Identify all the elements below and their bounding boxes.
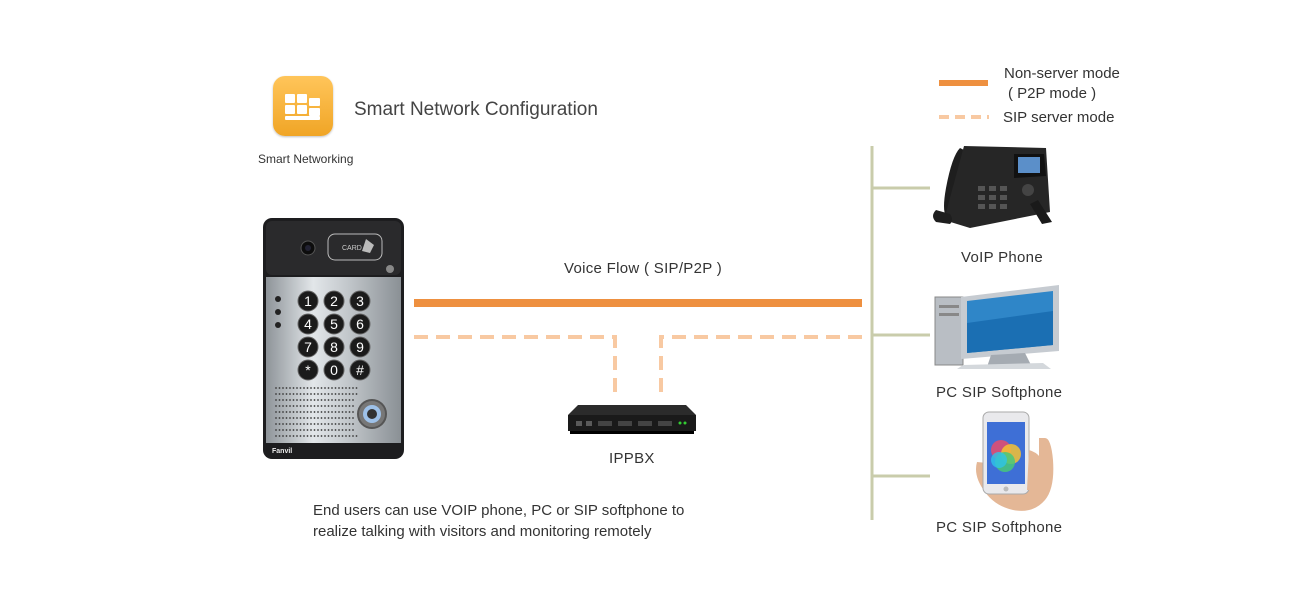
ippbx-label: IPPBX [609, 450, 655, 467]
description-line-1: End users can use VOIP phone, PC or SIP … [313, 502, 685, 519]
smart-networking-app-icon [273, 76, 333, 136]
keypad-key-label: * [305, 362, 311, 378]
legend-solid-label: Non-server mode [1004, 65, 1120, 82]
keypad-key-5 [349, 313, 371, 335]
keypad-key-label: 6 [356, 316, 364, 332]
ippbx-switch-icon [568, 405, 696, 434]
card-reader-label: CARD [342, 245, 362, 252]
desktop-pc-icon [934, 285, 1059, 369]
legend-dashed-label: SIP server mode [1003, 109, 1115, 126]
keypad-key-2 [349, 290, 371, 312]
keypad-key-7 [323, 336, 345, 358]
legend-dashed-line [939, 115, 989, 119]
page-title: Smart Network Configuration [354, 99, 598, 120]
keypad-key-10 [323, 359, 345, 381]
keypad-key-label: 4 [304, 316, 312, 332]
keypad-key-label: # [356, 362, 364, 378]
description-line-2: realize talking with visitors and monito… [313, 523, 652, 540]
keypad-key-label: 5 [330, 316, 338, 332]
keypad-key-label: 7 [304, 339, 312, 355]
keypad-key-4 [323, 313, 345, 335]
keypad-key-label: 9 [356, 339, 364, 355]
keypad-key-label: 1 [304, 293, 312, 309]
sip-dashed-line-right [659, 335, 862, 392]
endpoint-label-voip: VoIP Phone [961, 249, 1043, 266]
device-brand: Fanvil [272, 448, 292, 455]
keypad-key-8 [349, 336, 371, 358]
smartphone-icon [976, 411, 1054, 511]
voip-phone-icon [933, 146, 1052, 228]
keypad-key-label: 2 [330, 293, 338, 309]
keypad-key-0 [297, 290, 319, 312]
keypad-key-11 [349, 359, 371, 381]
sip-dashed-line-left [414, 335, 617, 392]
app-icon-caption: Smart Networking [258, 152, 354, 166]
speaker-grille [275, 387, 358, 437]
keypad-key-9 [297, 359, 319, 381]
door-phone-icon: CARD 1 2 3 4 5 6 7 8 9 * 0 # Fanvil [263, 218, 404, 459]
description-text: End users can use VOIP phone, PC or SIP … [313, 500, 773, 542]
keypad: 1 2 3 4 5 6 7 8 9 * 0 # [297, 290, 371, 381]
keypad-key-label: 0 [330, 362, 338, 378]
legend-solid-sublabel: ( P2P mode ) [1008, 85, 1097, 102]
keypad-key-3 [297, 313, 319, 335]
keypad-key-1 [323, 290, 345, 312]
keypad-key-label: 8 [330, 339, 338, 355]
legend-solid-line [939, 80, 988, 86]
endpoint-label-pc: PC SIP Softphone [936, 384, 1063, 401]
endpoint-label-mobile: PC SIP Softphone [936, 519, 1063, 536]
keypad-key-6 [297, 336, 319, 358]
keypad-key-label: 3 [356, 293, 364, 309]
voice-flow-label: Voice Flow ( SIP/P2P ) [564, 260, 723, 277]
